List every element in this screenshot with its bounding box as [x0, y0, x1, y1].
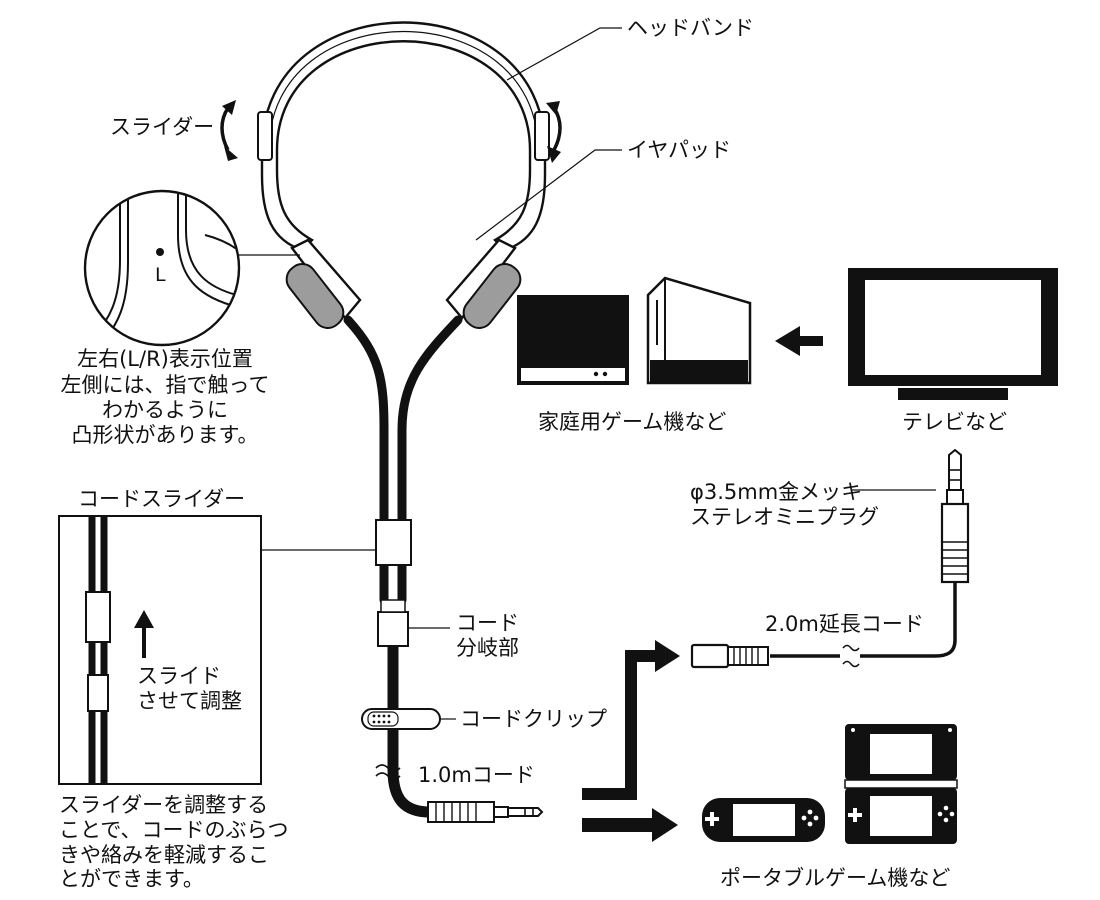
- cord-branch: [377, 611, 409, 647]
- right-arrow-icon: [582, 808, 678, 842]
- cord-clip-label: コードクリップ: [460, 707, 607, 731]
- cord-slider: [375, 519, 412, 566]
- rotate-arrow-icon: [546, 101, 562, 163]
- up-arrow-icon: [134, 610, 154, 658]
- lr-position-description: 左側には、指で触って わかるように 凸形状があります。: [60, 373, 270, 447]
- extension-jack: [690, 643, 769, 669]
- stereo-mini-plug: [940, 448, 970, 584]
- right-ear-cup: [445, 238, 522, 329]
- left-ear-cup: [285, 238, 362, 329]
- cord-clip: [361, 708, 441, 730]
- left-arrow-icon: [775, 326, 823, 356]
- tilde-break-icon: [375, 764, 401, 780]
- cord-1m-label: 1.0mコード: [418, 763, 535, 787]
- extension-cord: [770, 582, 957, 668]
- slide-adjust-label: スライド させて調整: [137, 664, 242, 713]
- plug-label: φ3.5mm金メッキ ステレオミニプラグ: [690, 480, 879, 529]
- cord-slider-inset: [58, 515, 262, 785]
- tv-label: テレビなど: [902, 410, 1007, 434]
- tv: [848, 268, 1058, 400]
- cord-slider-description: スライダーを調整する ことで、コードのぶらつ きや絡みを軽減するこ とができます…: [59, 793, 289, 892]
- home-console-label: 家庭用ゲーム機など: [538, 410, 727, 434]
- earpad-label: イヤパッド: [627, 138, 731, 162]
- portable-console-label: ポータブルゲーム機など: [720, 866, 951, 890]
- headband: [257, 21, 550, 252]
- cord-branch-label: コード 分岐部: [456, 611, 519, 660]
- extension-cord-label: 2.0m延長コード: [765, 612, 924, 636]
- right-arrow-icon: [582, 640, 680, 800]
- home-console: [517, 276, 752, 385]
- lr-magnifier: [83, 189, 241, 347]
- lr-position-title: 左右(L/R)表示位置: [77, 347, 253, 371]
- cord-slider-title: コードスライダー: [78, 487, 246, 511]
- headband-label: ヘッドバンド: [627, 16, 755, 40]
- ds-console: [844, 724, 958, 844]
- rotate-arrow-icon: [220, 100, 238, 161]
- lr-marker-label: L: [155, 264, 166, 286]
- psp-console: [702, 798, 825, 842]
- slider-label: スライダー: [110, 115, 215, 139]
- headset-plug: [427, 801, 544, 823]
